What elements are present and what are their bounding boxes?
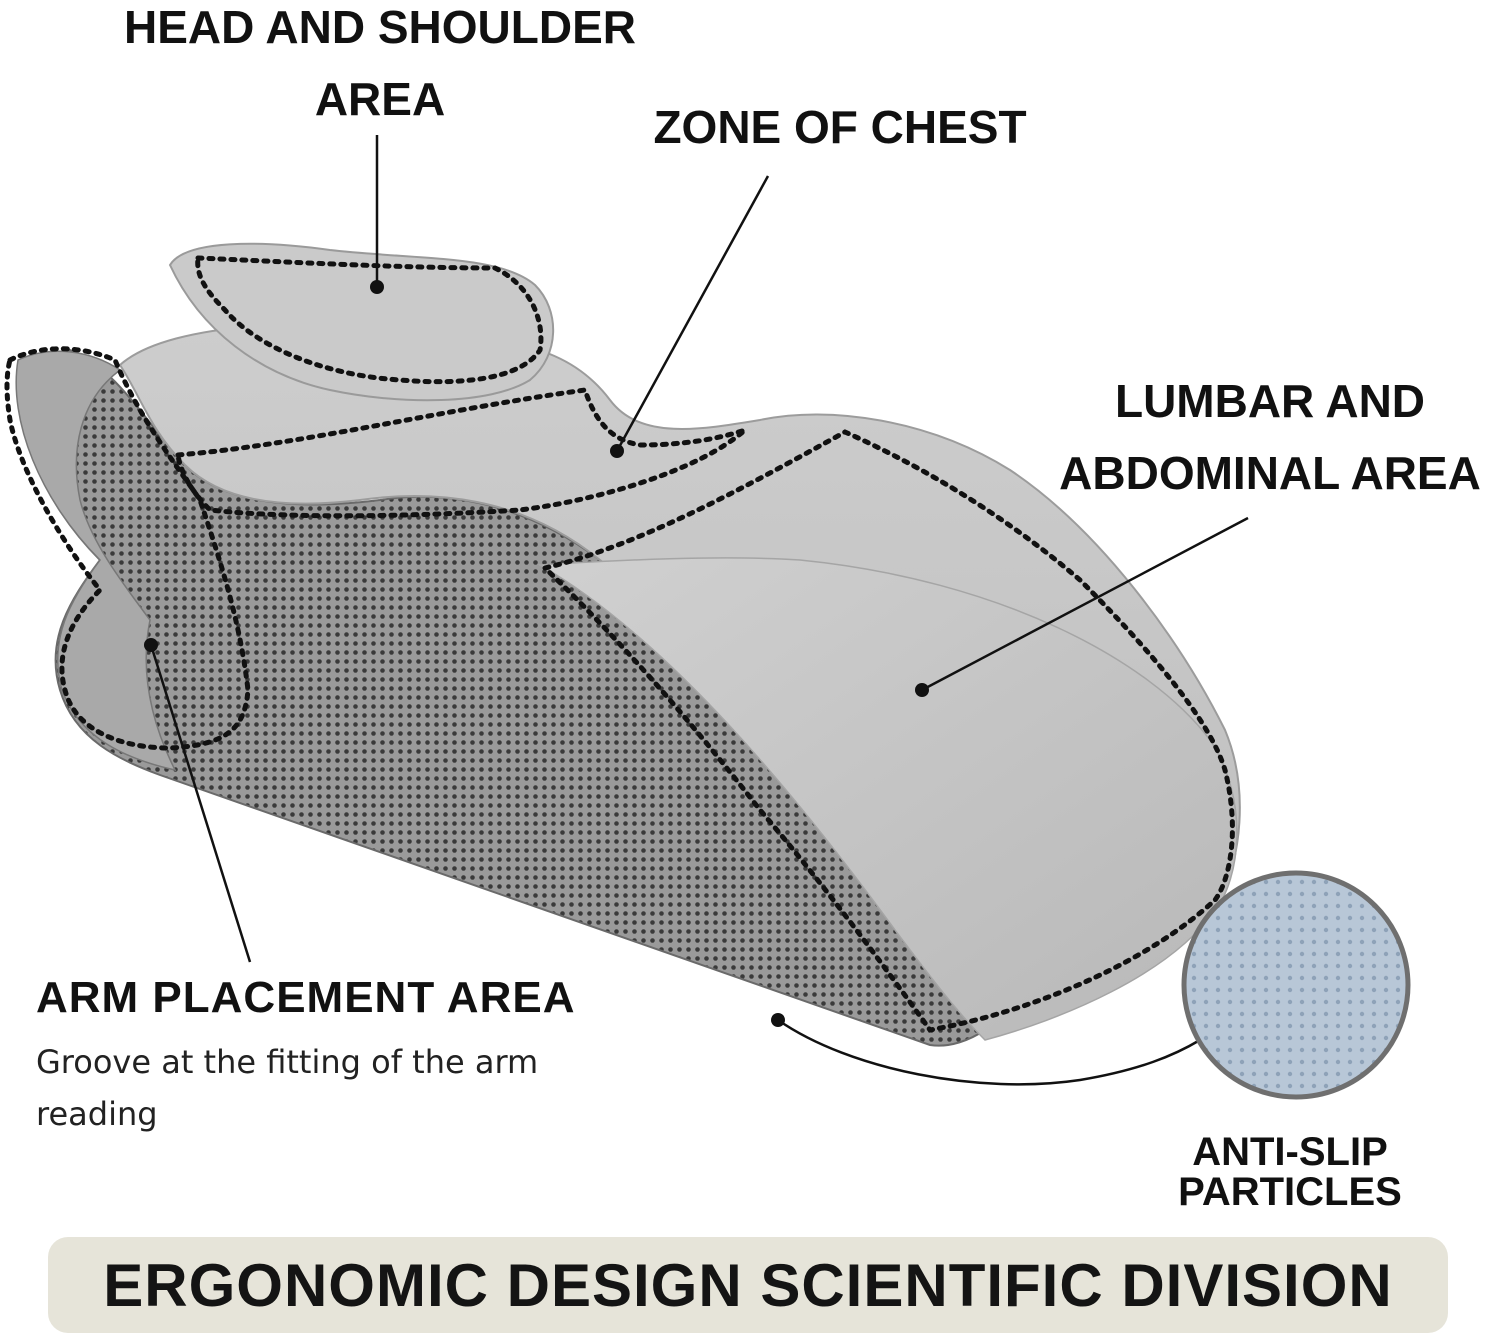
head-dot: [370, 280, 384, 294]
arm-zone-outline: [4, 346, 251, 751]
arm-leader: [149, 644, 252, 963]
lumbar-leader: [921, 516, 1249, 692]
zone-outlines: [4, 255, 1235, 1033]
arm-placement-description: Groove at the fitting of the arm reading: [36, 1043, 539, 1133]
callout-lines: [149, 135, 1249, 1086]
chest-zone-label: ZONE OF CHEST: [640, 104, 1040, 150]
lumbar-zone-outline: [539, 429, 1235, 1033]
head-pillow: [168, 242, 555, 402]
head-label-line2: AREA: [314, 73, 446, 125]
callout-dots: [144, 280, 929, 1027]
bottom-banner: ERGONOMIC DESIGN SCIENTIFIC DIVISION: [48, 1237, 1448, 1333]
arm-dot: [144, 638, 158, 652]
banner-title: ERGONOMIC DESIGN SCIENTIFIC DIVISION: [103, 1251, 1393, 1319]
antislip-leader: [777, 1018, 1201, 1086]
head-label-line1: HEAD AND SHOULDER: [124, 1, 636, 53]
chest-dot: [610, 444, 624, 458]
chest-zone-outline: [175, 387, 747, 519]
arm-groove-face: [15, 350, 177, 772]
chest-leader: [615, 175, 770, 452]
lumbar-abdominal-label: LUMBAR AND ABDOMINAL AREA: [1040, 378, 1500, 496]
antislip-label: ANTI-SLIP PARTICLES: [1178, 1130, 1402, 1214]
head-zone-outline: [195, 255, 544, 385]
lumbar-label-line1: LUMBAR AND: [1114, 375, 1426, 427]
antislip-detail-disc: [1181, 870, 1411, 1100]
antislip-dot: [771, 1013, 785, 1027]
chest-label-text: ZONE OF CHEST: [653, 101, 1027, 153]
arm-placement-title: ARM PLACEMENT AREA: [36, 973, 576, 1022]
lumbar-label-line2: ABDOMINAL AREA: [1059, 447, 1481, 499]
lumbar-dot: [915, 683, 929, 697]
head-shoulder-label: HEAD AND SHOULDER AREA: [120, 4, 640, 122]
